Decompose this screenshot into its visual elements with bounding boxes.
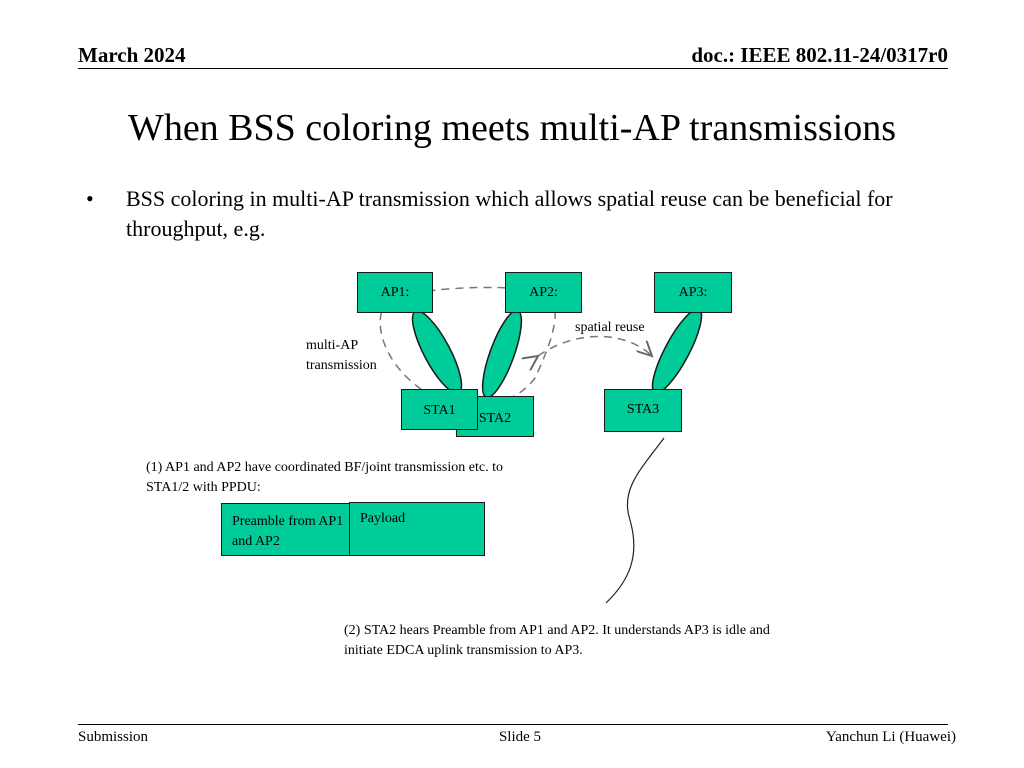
- beam-ap3-sta3: [651, 308, 703, 394]
- note-2: (2) STA2 hears Preamble from AP1 and AP2…: [344, 623, 770, 658]
- bullet-text: BSS coloring in multi-AP transmission wh…: [126, 186, 893, 241]
- note-1: (1) AP1 and AP2 have coordinated BF/join…: [146, 460, 503, 495]
- ap3-box: AP3:: [654, 272, 732, 313]
- spatial-reuse-arrow: [538, 335, 652, 357]
- header-doc-id: doc.: IEEE 802.11-24/0317r0: [691, 43, 948, 67]
- beam-ap2-sta2: [481, 309, 523, 399]
- payload-box: Payload: [349, 502, 485, 556]
- callout-curve: [605, 437, 665, 604]
- beam-ap1-sta1: [411, 310, 463, 394]
- multi-ap-label: multi-AP transmission: [306, 338, 377, 373]
- footer-rule: [78, 724, 948, 725]
- slide-title: When BSS coloring meets multi-AP transmi…: [127, 107, 897, 149]
- sta1-box: STA1: [401, 389, 478, 430]
- preamble-box: Preamble from AP1 and AP2: [221, 503, 350, 556]
- bullet-marker: •: [86, 186, 94, 211]
- header-date: March 2024: [78, 43, 186, 67]
- header-rule: [78, 68, 948, 69]
- footer-submission: Submission: [78, 729, 149, 745]
- sta3-box: STA3: [604, 389, 682, 432]
- ap2-box: AP2:: [505, 272, 582, 313]
- ap1-box: AP1:: [357, 272, 433, 313]
- footer-slide-number: Slide 5: [498, 729, 542, 745]
- footer-author: Yanchun Li (Huawei): [825, 729, 956, 745]
- spatial-reuse-label: spatial reuse: [575, 320, 645, 335]
